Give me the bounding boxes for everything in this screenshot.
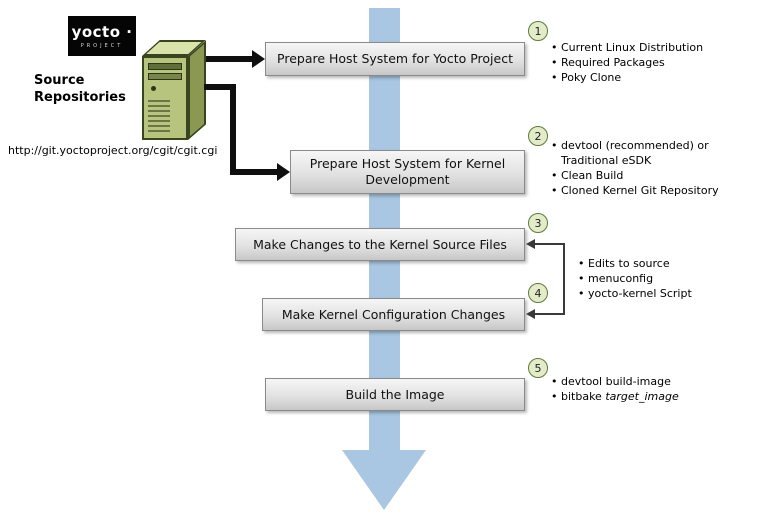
step-box-make-config-changes: Make Kernel Configuration Changes <box>262 298 525 331</box>
list-item: menuconfig <box>577 271 737 286</box>
arrow-to-step1-line <box>206 56 252 62</box>
bracket-arrowhead-step4-icon <box>526 309 535 319</box>
computer-drive-bay <box>148 73 182 80</box>
computer-drive-bay <box>148 63 182 70</box>
step-box-build-image: Build the Image <box>265 378 525 411</box>
list-item: Edits to source <box>577 256 737 271</box>
bitbake-prefix: bitbake <box>561 390 606 403</box>
computer-power-button <box>151 86 156 91</box>
list-item: Cloned Kernel Git Repository <box>550 183 728 198</box>
step-box-title: Make Changes to the Kernel Source Files <box>253 236 507 252</box>
arrow-to-step1-head-icon <box>252 50 265 68</box>
step-box-title: Prepare Host System for Kernel Developme… <box>309 156 506 187</box>
arrow-to-step2-head-icon <box>277 163 290 181</box>
yocto-logo-wordmark: yocto · <box>71 23 133 41</box>
step-5-bullet-list: devtool build-image bitbake target_image <box>550 374 745 404</box>
arrow-to-step2-line <box>230 169 277 175</box>
bracket-top-line <box>529 243 565 245</box>
bracket-vertical-line <box>563 243 565 315</box>
step-badge-1: 1 <box>528 21 548 41</box>
step-box-title: Make Kernel Configuration Changes <box>281 306 506 322</box>
step-box-make-source-changes: Make Changes to the Kernel Source Files <box>235 228 525 261</box>
source-repositories-label: Source Repositories <box>34 73 126 105</box>
bracket-arrowhead-step3-icon <box>526 239 535 249</box>
step-badge-5: 5 <box>528 358 548 378</box>
step-2-bullet-list: devtool (recommended) or Traditional eSD… <box>550 138 728 198</box>
step-badge-3: 3 <box>528 213 548 233</box>
list-item: Required Packages <box>550 55 745 70</box>
step-box-title: Build the Image <box>345 386 445 402</box>
bracket-bottom-line <box>529 313 565 315</box>
bitbake-target-image: target_image <box>605 390 679 403</box>
steps-3-4-bullet-list: Edits to source menuconfig yocto-kernel … <box>577 256 737 301</box>
step-badge-2: 2 <box>528 126 548 146</box>
list-item: Clean Build <box>550 168 728 183</box>
yocto-logo: yocto · PROJECT <box>68 16 136 56</box>
step-box-prepare-host-yocto: Prepare Host System for Yocto Project <box>265 42 525 76</box>
list-item: bitbake target_image <box>550 389 745 404</box>
computer-vent-grill <box>148 100 170 132</box>
arrow-to-step2-vertical <box>230 84 236 175</box>
list-item: yocto-kernel Script <box>577 286 737 301</box>
list-item: Current Linux Distribution <box>550 40 745 55</box>
step-badge-4: 4 <box>528 283 548 303</box>
step-box-title: Prepare Host System for Yocto Project <box>277 51 513 66</box>
source-repositories-url: http://git.yoctoproject.org/cgit/cgit.cg… <box>8 144 218 157</box>
yocto-logo-subtitle: PROJECT <box>80 43 124 49</box>
step-1-bullet-list: Current Linux Distribution Required Pack… <box>550 40 745 85</box>
step-box-prepare-host-kernel: Prepare Host System for Kernel Developme… <box>290 150 525 194</box>
flow-arrow-head-icon <box>342 450 426 510</box>
list-item: devtool (recommended) or Traditional eSD… <box>550 138 728 168</box>
computer-side-face <box>188 40 206 140</box>
arrow-to-step2-stub <box>204 84 236 90</box>
list-item: devtool build-image <box>550 374 745 389</box>
list-item: Poky Clone <box>550 70 745 85</box>
